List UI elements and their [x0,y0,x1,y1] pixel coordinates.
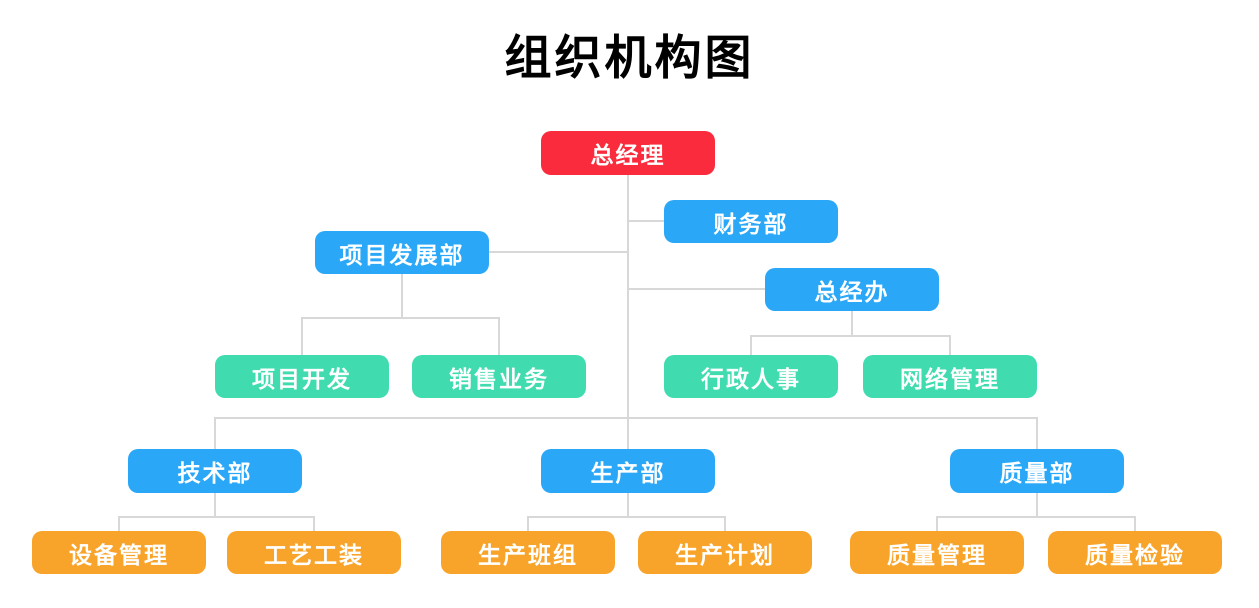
org-node-process-tooling: 工艺工装 [227,531,401,574]
org-node-project-development-dept: 项目发展部 [315,231,489,274]
org-node-project-development: 项目开发 [215,355,389,398]
org-node-gm-office: 总经办 [765,268,939,311]
org-node-tech-dept: 技术部 [128,449,302,493]
org-node-production-dept: 生产部 [541,449,715,493]
org-node-sales-business: 销售业务 [412,355,586,398]
org-node-quality-dept: 质量部 [950,449,1124,493]
org-node-production-team: 生产班组 [441,531,615,574]
org-node-finance-dept: 财务部 [664,200,838,243]
org-node-quality-management: 质量管理 [850,531,1024,574]
org-node-general-manager: 总经理 [541,131,715,175]
org-node-quality-inspection: 质量检验 [1048,531,1222,574]
org-node-equipment-management: 设备管理 [32,531,206,574]
page-title: 组织机构图 [504,31,755,84]
org-node-network-management: 网络管理 [863,355,1037,398]
org-node-admin-hr: 行政人事 [664,355,838,398]
org-node-production-plan: 生产计划 [638,531,812,574]
